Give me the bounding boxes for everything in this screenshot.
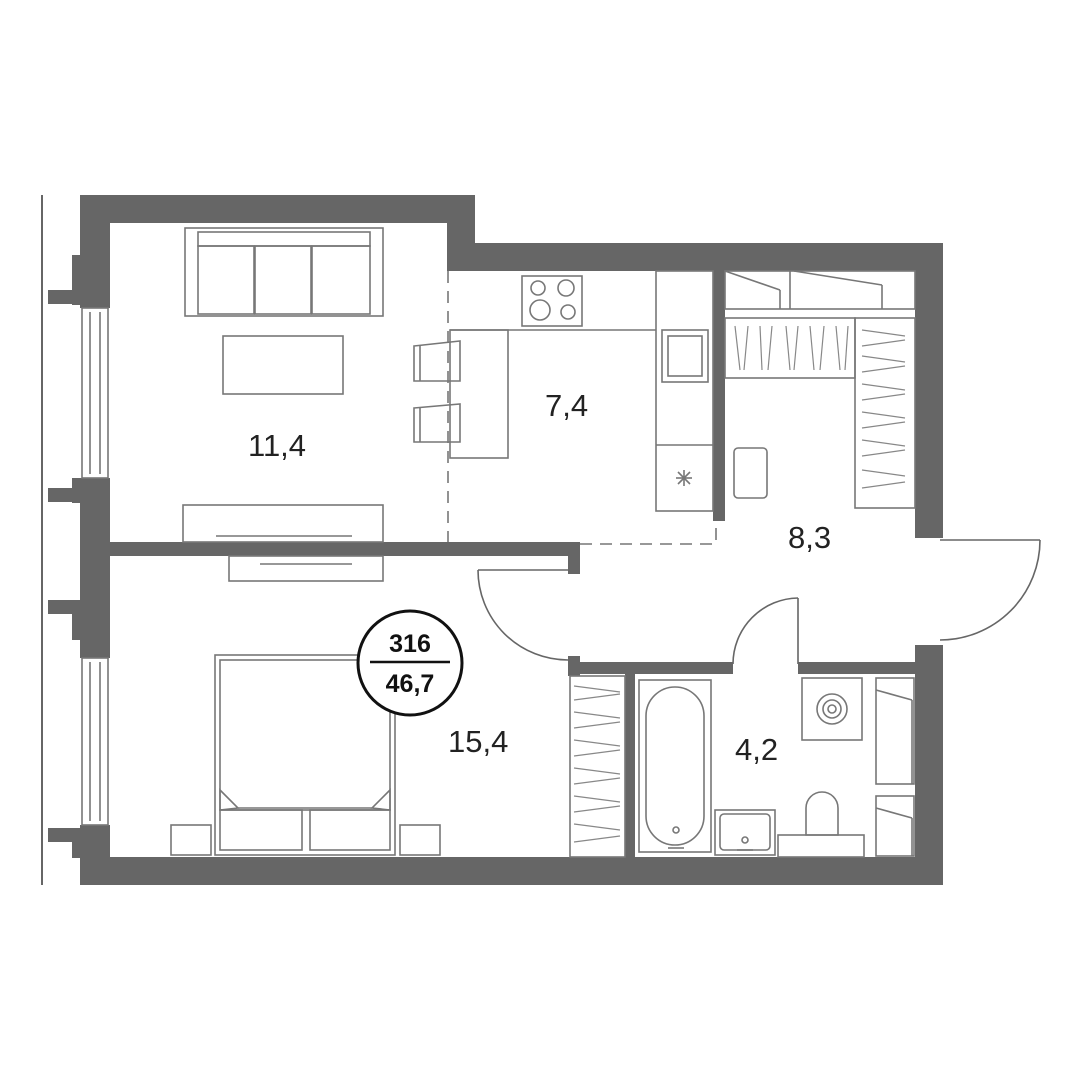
doors [477, 539, 1041, 665]
toilet [777, 791, 865, 858]
windows [81, 307, 109, 826]
washbasin [714, 809, 776, 856]
kitchen-area: 7,4 [545, 388, 588, 423]
apartment-badge: 316 46,7 [356, 609, 464, 717]
bar-counter [413, 329, 509, 459]
tv-stand [182, 504, 384, 582]
hallway-area: 8,3 [788, 520, 831, 555]
nightstand-left [170, 824, 212, 856]
washing-machine [801, 677, 863, 741]
apartment-total-area: 46,7 [386, 670, 435, 698]
stove [521, 275, 583, 327]
bathroom-area: 4,2 [735, 732, 778, 767]
walls [48, 195, 943, 885]
oven [661, 329, 709, 383]
coffee-table [222, 335, 344, 395]
sofa [184, 227, 384, 317]
living-room-area: 11,4 [248, 428, 306, 463]
nightstand-right [399, 824, 441, 856]
zone-line-kitchen [580, 521, 717, 545]
sink-kitchen [676, 470, 692, 486]
kitchen-counter [450, 270, 714, 512]
apartment-number: 316 [389, 630, 431, 658]
bathroom-shelves [875, 677, 915, 857]
bedroom-wardrobe [569, 675, 626, 858]
bathtub [638, 679, 712, 853]
wardrobe-room [724, 270, 916, 509]
bedroom-area: 15,4 [448, 724, 508, 759]
